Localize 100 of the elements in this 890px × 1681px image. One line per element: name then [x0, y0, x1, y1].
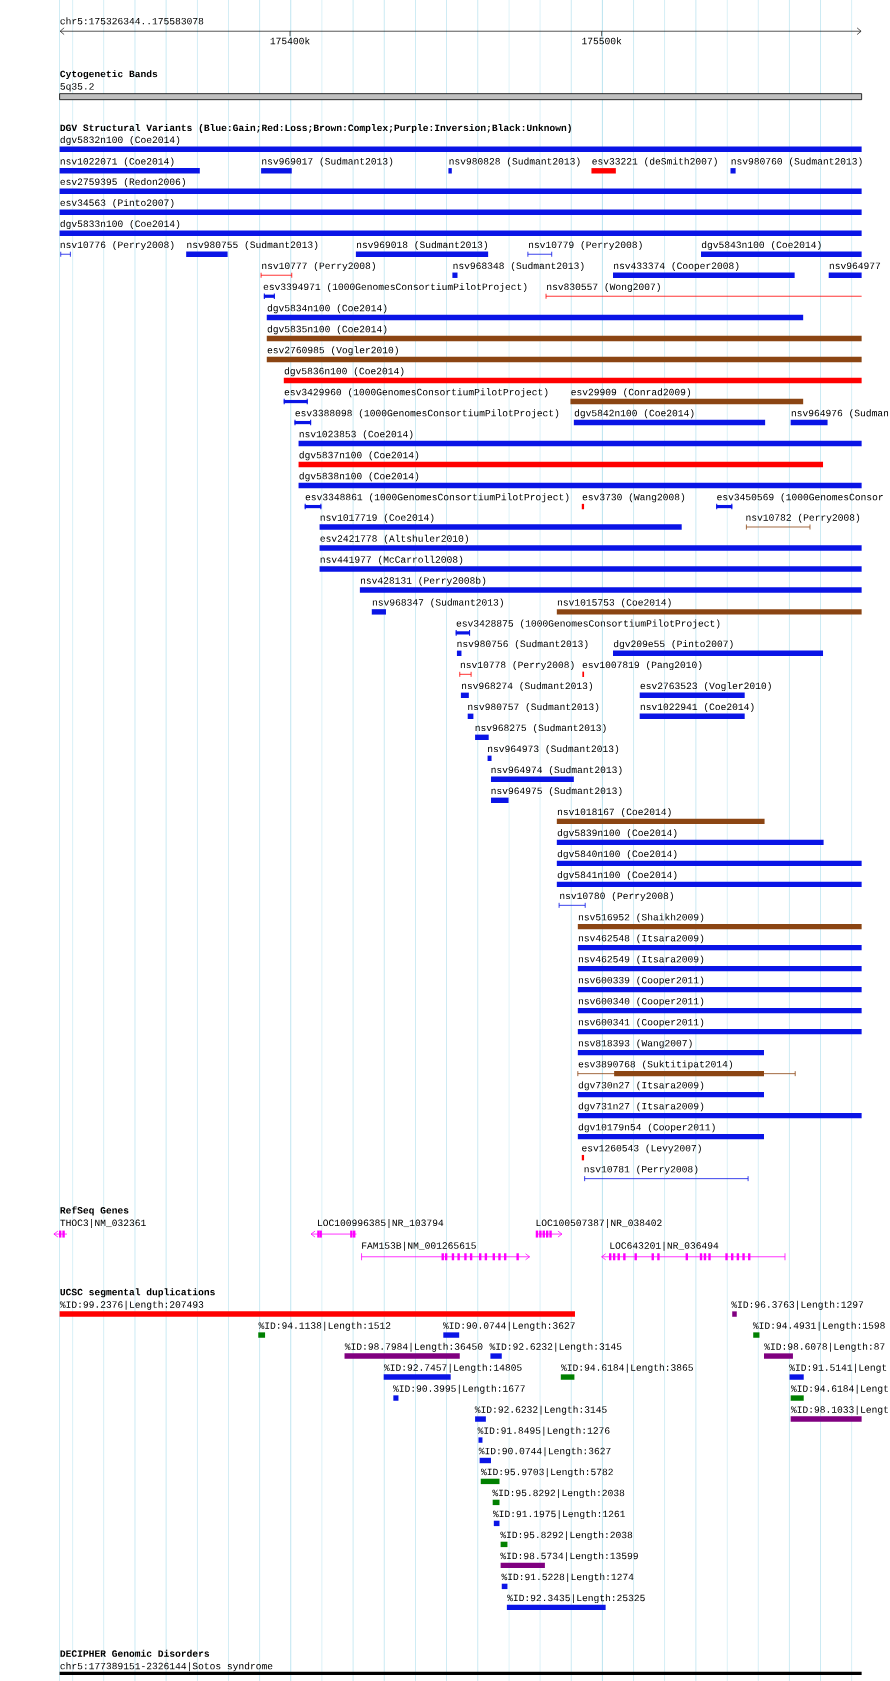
feature-label: esv3388098 (1000GenomesConsortiumPilotProject) [295, 409, 559, 419]
feature-label: dgv209e55 (Pinto2007) [613, 640, 733, 649]
duplication-label: %ID:95.8292|Length:2038 [500, 1531, 633, 1541]
feature-label: dgv5839n100 (Coe2014) [557, 829, 677, 838]
feature-label: nsv10782 (Perry2008) [746, 513, 860, 523]
feature-label: nsv516952 (Shaikh2009) [578, 913, 704, 923]
duplication-label: %ID:90.0744|Length:3627 [478, 1447, 611, 1457]
duplication-label: %ID:92.3435|Length:25325 [507, 1594, 645, 1604]
feature-label: nsv969018 (Sudmant2013) [357, 241, 487, 250]
feature-label: nsv600339 (Cooper2011) [578, 976, 704, 986]
feature-label: esv3429960 (1000GenomesConsortiumPilotProject) [284, 388, 548, 398]
feature-label: nsv1023853 (Coe2014) [299, 430, 413, 440]
track-title: UCSC segmental duplications [60, 1288, 215, 1298]
tick-label: 175500k [582, 37, 622, 45]
feature-label: esv1260543 (Levy2007) [582, 1144, 701, 1154]
track-title: DGV Structural Variants (Blue:Gain;Red:Loss;Brown:Complex;Purple:Inversion;Black:Unknown) [60, 124, 571, 133]
band-label: 5q35.2 [60, 83, 94, 92]
feature-label: nsv433374 (Cooper2008) [614, 262, 739, 271]
duplication-label: %ID:98.7984|Length:36450 [344, 1342, 483, 1352]
duplication-label: %ID:95.9703|Length:5782 [481, 1468, 613, 1478]
feature-label: esv3730 (Wang2008) [582, 493, 685, 503]
feature-label: nsv441977 (McCarroll2008) [320, 555, 463, 565]
feature-label: nsv1022071 (Coe2014) [60, 157, 174, 167]
feature-label: dgv5837n100 (Coe2014) [299, 451, 419, 461]
gene-label: LOC100507387|NR_038402 [536, 1219, 662, 1228]
feature-label: nsv964973 (Sudmant2013) [488, 745, 619, 754]
duplication-label: %ID:91.5228|Length:1274 [501, 1573, 634, 1583]
feature-label: dgv5838n100 (Coe2014) [299, 472, 419, 482]
duplication-label: %ID:94.6184|Length:3865 [561, 1363, 693, 1373]
duplication-label: %ID:94.6184|Lengt [790, 1384, 888, 1394]
duplication-label: %ID:98.1033|Lengt [790, 1405, 888, 1415]
feature-label: nsv10781 (Perry2008) [584, 1165, 698, 1175]
feature-label: nsv10780 (Perry2008) [560, 892, 673, 901]
feature-label: esv2759395 (Redon2006) [60, 177, 185, 187]
duplication-label: %ID:98.5734|Length:13599 [500, 1552, 638, 1562]
feature-label: dgv5842n100 (Coe2014) [574, 409, 694, 419]
gene-label: LOC643201|NR_036494 [610, 1241, 719, 1251]
feature-label: dgv10179n54 (Cooper2011) [578, 1123, 715, 1133]
feature-label: esv33221 (deSmith2007) [592, 157, 717, 167]
feature-label: esv3394971 (1000GenomesConsortiumPilotProject) [263, 283, 527, 292]
duplication-label: %ID:90.0744|Length:3627 [443, 1321, 575, 1331]
track-title: Cytogenetic Bands [60, 70, 158, 80]
feature-label: dgv5834n100 (Coe2014) [267, 304, 387, 314]
track-title: RefSeq Genes [60, 1206, 129, 1216]
tick-label: 175400k [270, 37, 310, 45]
feature-label: dgv5841n100 (Coe2014) [557, 871, 677, 880]
feature-label: esv2421778 (Altshuler2010) [320, 534, 468, 544]
feature-label: nsv968347 (Sudmant2013) [372, 598, 503, 608]
feature-label: nsv830557 (Wong2007) [547, 283, 660, 292]
feature-label: nsv1018167 (Coe2014) [557, 808, 671, 817]
feature-label: nsv428131 (Perry2008b) [360, 576, 486, 586]
feature-label: nsv964975 (Sudmant2013) [491, 787, 622, 796]
feature-label: nsv1017719 (Coe2014) [320, 513, 434, 523]
feature-label: nsv968275 (Sudmant2013) [475, 724, 606, 733]
duplication-label: %ID:94.1138|Length:1512 [258, 1321, 391, 1331]
feature-label: esv29909 (Conrad2009) [571, 388, 691, 398]
duplication-label: %ID:92.7457|Length:14805 [383, 1363, 522, 1373]
feature-label: nsv964974 (Sudmant2013) [491, 766, 622, 775]
feature-label: nsv462549 (Itsara2009) [578, 955, 704, 965]
feature-label: esv3890768 (Suktitipat2014) [578, 1060, 732, 1070]
duplication-label: %ID:98.6078|Length:87 [764, 1342, 885, 1352]
feature-label: dgv5836n100 (Coe2014) [284, 367, 404, 377]
gene-label: FAM153B|NM_001265615 [362, 1241, 476, 1251]
feature-label: nsv980757 (Sudmant2013) [468, 703, 599, 712]
feature-label: nsv600340 (Cooper2011) [578, 997, 704, 1007]
feature-label: esv2760985 (Vogler2010) [267, 346, 398, 356]
feature-label: esv3428875 (1000GenomesConsortiumPilotProject) [456, 619, 720, 629]
disorder-label: chr5:177389151-2326144|Sotos syndrome [60, 1662, 273, 1672]
feature-label: nsv1015753 (Coe2014) [557, 598, 671, 608]
feature-label: esv3348861 (1000GenomesConsortiumPilotProject) [305, 493, 569, 503]
feature-label: esv1007819 (Pang2010) [582, 661, 702, 670]
feature-label: nsv818393 (Wang2007) [578, 1039, 692, 1049]
feature-label: nsv10776 (Perry2008) [60, 241, 174, 250]
position-label: chr5:175326344..175583078 [60, 17, 204, 25]
feature-label: dgv5835n100 (Coe2014) [267, 325, 387, 335]
feature-label: nsv980828 (Sudmant2013) [449, 157, 580, 167]
feature-label: esv3450569 (1000GenomesConsor [717, 493, 883, 503]
feature-label: nsv462548 (Itsara2009) [578, 934, 704, 944]
gene-label: THOC3|NM_032361 [60, 1219, 146, 1228]
duplication-label: %ID:92.6232|Length:3145 [489, 1342, 622, 1352]
duplication-label: %ID:96.3763|Length:1297 [731, 1300, 864, 1310]
feature-label: nsv600341 (Cooper2011) [578, 1018, 704, 1028]
feature-label: dgv5840n100 (Coe2014) [557, 850, 677, 859]
gene-label: LOC100996385|NR_103794 [318, 1219, 444, 1228]
feature-label: nsv968348 (Sudmant2013) [453, 262, 584, 271]
feature-label: dgv5832n100 (Coe2014) [60, 135, 180, 145]
feature-label: nsv969017 (Sudmant2013) [262, 157, 393, 167]
feature-label: dgv5843n100 (Coe2014) [701, 241, 821, 250]
duplication-label: %ID:99.2376|Length:207493 [59, 1300, 204, 1310]
feature-label: nsv10778 (Perry2008) [460, 661, 574, 670]
feature-label: nsv10777 (Perry2008) [262, 262, 375, 271]
track-title: DECIPHER Genomic Disorders [60, 1649, 210, 1657]
feature-label: nsv964976 (Sudman [791, 409, 888, 419]
feature-label: esv2763523 (Vogler2010) [640, 682, 771, 691]
feature-label: nsv1022941 (Coe2014) [640, 703, 754, 712]
duplication-label: %ID:91.1975|Length:1261 [492, 1510, 625, 1520]
duplication-label: %ID:91.8495|Length:1276 [477, 1426, 610, 1436]
duplication-label: %ID:92.6232|Length:3145 [474, 1405, 607, 1415]
feature-label: dgv730n27 (Itsara2009) [578, 1081, 704, 1091]
feature-label: dgv731n27 (Itsara2009) [578, 1102, 704, 1112]
